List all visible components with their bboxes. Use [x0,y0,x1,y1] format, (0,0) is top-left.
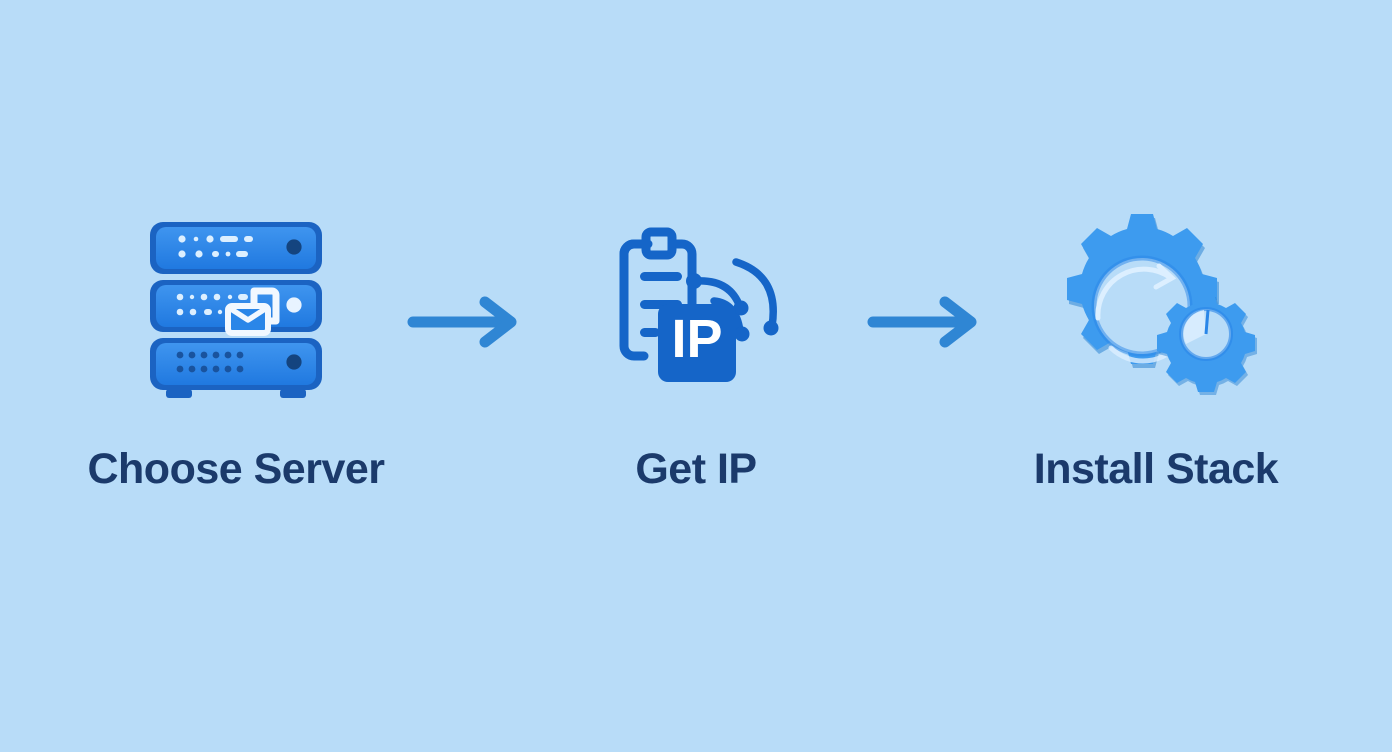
small-gear [1157,294,1257,395]
flow-step-label: Choose Server [87,445,385,493]
ip-badge-text: IP [671,309,722,369]
clipboard-icon [619,227,697,361]
network-node-dots [686,273,779,342]
server-rack-icon [116,206,356,406]
flow-connector-2 [846,206,1006,546]
flow-connector-1 [386,206,546,546]
ip-badge: IP [658,304,736,382]
flow-step-install-stack: Install Stack [1006,206,1306,546]
gears-icon [1036,206,1276,406]
flow-step-label: Install Stack [1033,445,1279,493]
envelope-badge-icon [225,287,280,336]
arrow-right-icon [407,296,517,348]
flow-step-label: Get IP [635,445,757,493]
clipboard-ip-network-icon: IP [576,206,816,406]
arrow-right-icon [867,296,977,348]
large-gear [1067,214,1219,368]
flow-step-choose-server: Choose Server [86,206,386,546]
flow-step-get-ip: IP Get IP [546,206,846,546]
